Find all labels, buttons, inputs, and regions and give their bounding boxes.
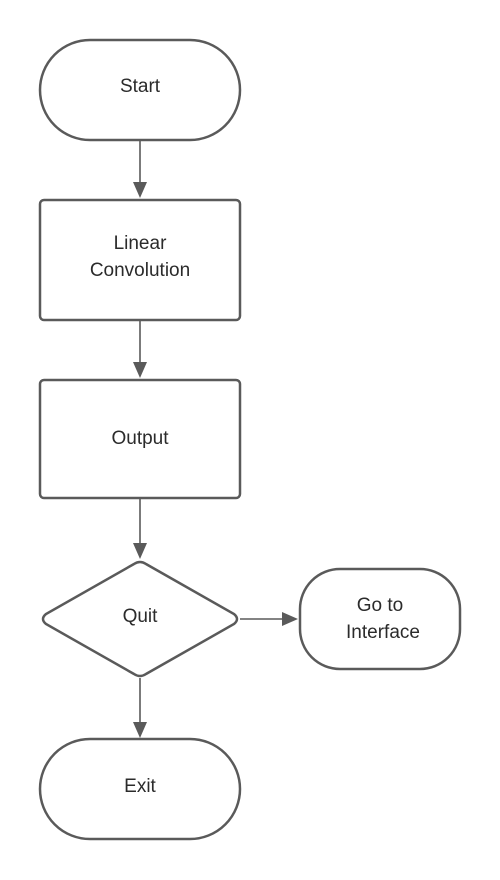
output-node: Output — [38, 378, 242, 500]
connector-quit-to-exit — [133, 678, 147, 738]
linear-convolution-node: Linear Convolution — [38, 198, 242, 322]
go-to-interface-label-line1: Go to — [357, 595, 403, 616]
start-label: Start — [120, 76, 161, 97]
start-terminator-shape — [38, 38, 242, 142]
connector-output-to-quit — [133, 499, 147, 559]
exit-terminator-shape — [38, 737, 242, 841]
go-to-interface-terminator-shape — [298, 567, 462, 671]
output-process-shape — [38, 378, 242, 500]
connector-convolution-to-output — [133, 321, 147, 378]
arrowhead-icon — [133, 362, 147, 378]
arrowhead-icon — [133, 722, 147, 738]
linear-convolution-label-line1: Linear — [114, 233, 167, 254]
start-node: Start — [38, 38, 242, 142]
linear-convolution-label-line2: Convolution — [90, 260, 190, 281]
arrowhead-icon — [133, 182, 147, 198]
connector-start-to-convolution — [133, 141, 147, 198]
exit-node: Exit — [38, 737, 242, 841]
output-label: Output — [111, 428, 169, 449]
arrowhead-icon — [282, 612, 298, 626]
go-to-interface-label-line2: Interface — [346, 622, 420, 643]
go-to-interface-node: Go to Interface — [298, 567, 462, 671]
arrowhead-icon — [133, 543, 147, 559]
quit-label: Quit — [123, 606, 159, 627]
quit-node: Quit — [41, 560, 239, 678]
connector-quit-to-interface — [240, 612, 298, 626]
quit-decision-shape — [41, 560, 239, 678]
exit-label: Exit — [124, 776, 156, 797]
linear-convolution-process-shape — [38, 198, 242, 322]
